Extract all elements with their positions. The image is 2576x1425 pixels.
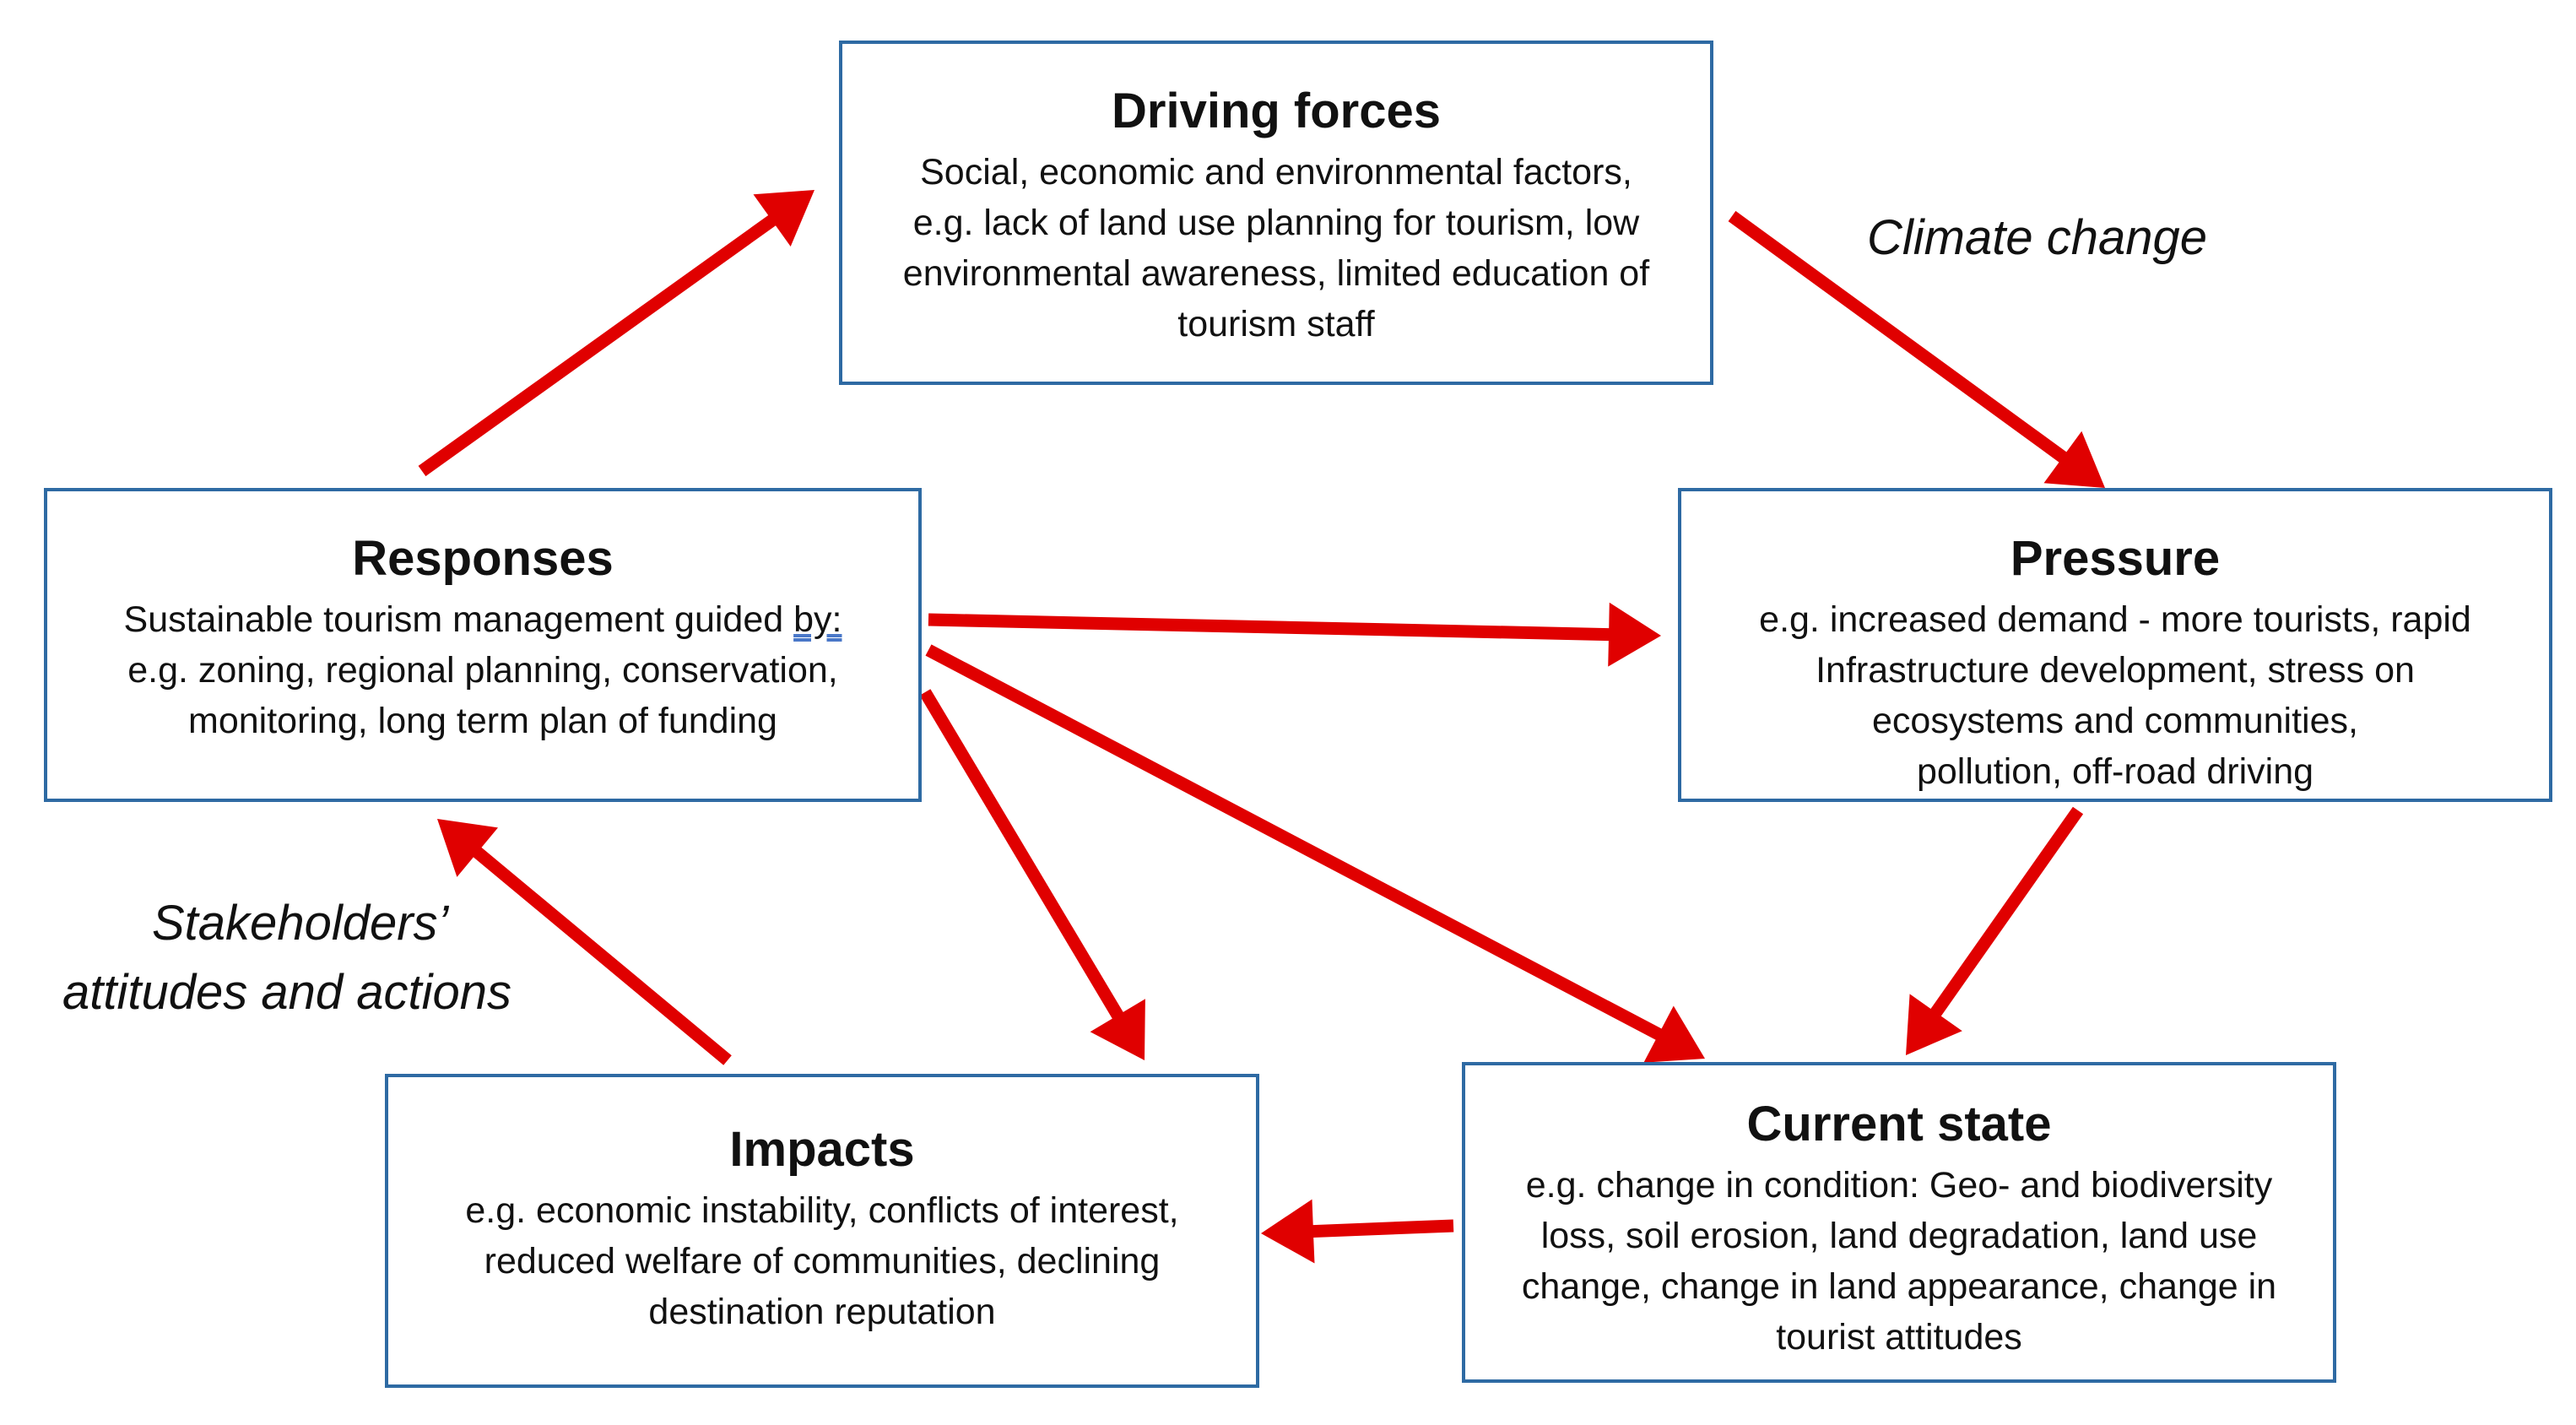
responses-title: Responses <box>352 531 614 586</box>
current-state-box: Current state e.g. change in condition: … <box>1462 1062 2336 1383</box>
current-state-line: loss, soil erosion, land degradation, la… <box>1540 1215 2258 1256</box>
impacts-text: e.g. economic instability, conflicts of … <box>465 1185 1178 1337</box>
impacts-line: e.g. economic instability, conflicts of … <box>465 1189 1179 1231</box>
pressure-title: Pressure <box>2010 531 2221 586</box>
responses-box: Responses Sustainable tourism management… <box>44 488 922 802</box>
responses-to-driving-forces-arrow <box>418 190 814 477</box>
pressure-box: Pressure e.g. increased demand - more to… <box>1678 488 2552 802</box>
pressure-line: pollution, off-road driving <box>1916 750 2314 792</box>
responses-line: Sustainable tourism management guided by… <box>124 594 842 645</box>
impacts-title: Impacts <box>729 1122 915 1177</box>
current-state-line: tourist attitudes <box>1776 1316 2022 1357</box>
driving-forces-line: e.g. lack of land use planning for touri… <box>912 202 1640 243</box>
climate-change-label: Climate change <box>1867 210 2207 265</box>
responses-line: e.g. zoning, regional planning, conserva… <box>127 649 838 691</box>
pressure-line: ecosystems and communities, <box>1872 700 2358 741</box>
driving-forces-text: Social, economic and environmental facto… <box>903 147 1649 349</box>
responses-to-current-state-arrow <box>925 644 1705 1063</box>
pressure-line: e.g. increased demand - more tourists, r… <box>1759 599 2471 640</box>
responses-to-pressure-arrow <box>928 602 1661 667</box>
current-state-line: e.g. change in condition: Geo- and biodi… <box>1525 1164 2273 1206</box>
driving-forces-line: tourism staff <box>1177 303 1375 344</box>
responses-to-impacts-arrow <box>919 689 1145 1060</box>
driving-forces-line: Social, economic and environmental facto… <box>920 151 1632 192</box>
responses-line-text: Sustainable tourism management guided <box>123 599 794 640</box>
impacts-box: Impacts e.g. economic instability, confl… <box>385 1074 1259 1388</box>
pressure-to-current-state-arrow <box>1906 806 2084 1055</box>
driving-forces-line: environmental awareness, limited educati… <box>902 252 1650 294</box>
current-state-title: Current state <box>1746 1097 2052 1151</box>
impacts-line: destination reputation <box>648 1291 996 1332</box>
responses-text: Sustainable tourism management guided by… <box>124 594 842 746</box>
responses-by-word: by: <box>793 599 842 640</box>
impacts-to-responses-arrow <box>437 819 732 1065</box>
stakeholders-label-line2: attitudes and actions <box>62 965 512 1020</box>
responses-line: monitoring, long term plan of funding <box>188 700 777 741</box>
pressure-text: e.g. increased demand - more tourists, r… <box>1759 594 2471 797</box>
current-state-to-impacts-arrow <box>1261 1199 1454 1264</box>
driving-forces-to-pressure-arrow <box>1728 210 2105 488</box>
current-state-text: e.g. change in condition: Geo- and biodi… <box>1522 1160 2276 1363</box>
impacts-line: reduced welfare of communities, declinin… <box>484 1240 1161 1281</box>
stakeholders-label-line1: Stakeholders’ <box>152 896 449 951</box>
pressure-line: Infrastructure development, stress on <box>1816 649 2415 691</box>
driving-forces-title: Driving forces <box>1112 84 1441 138</box>
driving-forces-box: Driving forces Social, economic and envi… <box>839 41 1713 385</box>
current-state-line: change, change in land appearance, chang… <box>1521 1265 2277 1307</box>
